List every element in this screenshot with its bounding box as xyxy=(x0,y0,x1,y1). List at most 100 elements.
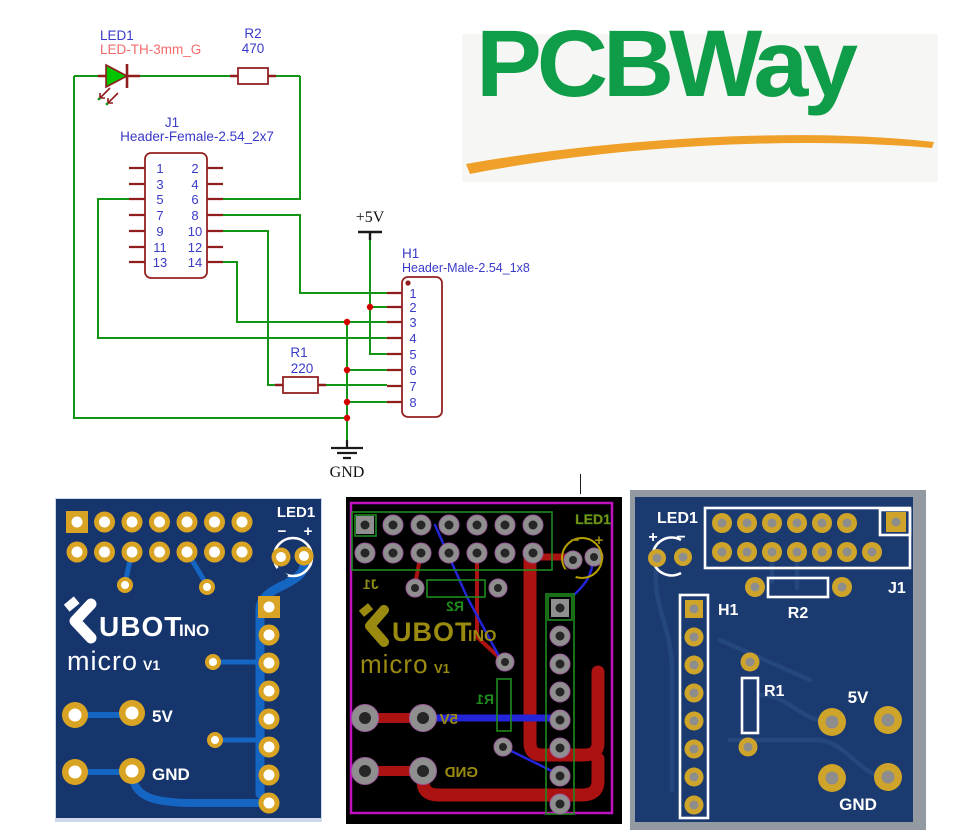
front-product: micro xyxy=(67,646,138,676)
front-led-label: LED1 xyxy=(277,504,315,521)
layout-led-minus: − xyxy=(571,532,580,549)
layout-led: LED1 − + xyxy=(561,511,611,581)
svg-text:11: 11 xyxy=(153,240,167,255)
svg-text:10: 10 xyxy=(188,224,202,239)
svg-text:3: 3 xyxy=(409,315,416,330)
led-symbol xyxy=(97,63,140,106)
front-power-pads: 5V GND xyxy=(62,700,190,785)
svg-text:3: 3 xyxy=(156,177,163,192)
svg-text:5: 5 xyxy=(156,192,163,207)
front-led-plus: + xyxy=(304,523,313,540)
led-footprint: LED-TH-3mm_G xyxy=(100,42,201,57)
pcbway-logo-text: PCBWay xyxy=(476,11,858,117)
front-5v-label: 5V xyxy=(152,707,173,726)
svg-text:13: 13 xyxy=(153,255,167,270)
svg-text:2: 2 xyxy=(191,161,198,176)
pcbway-swoosh xyxy=(466,135,934,174)
led-emission-arrows xyxy=(99,87,119,104)
layout-j1-label: J1 xyxy=(363,576,379,592)
svg-text:1: 1 xyxy=(409,286,416,301)
layout-r1-label: R1 xyxy=(476,691,494,707)
back-h1-label: H1 xyxy=(718,602,739,619)
gnd-flag: GND xyxy=(330,440,365,481)
vcc-flag: +5V xyxy=(356,209,385,240)
front-j1-pads xyxy=(66,511,253,563)
board-outline xyxy=(349,501,614,815)
r2-ref: R2 xyxy=(244,26,261,41)
board-back-render: J1 LED1 + − H1 xyxy=(630,490,926,830)
layout-led-plus: + xyxy=(595,532,604,549)
back-r2: R2 xyxy=(745,576,852,622)
back-led-minus: − xyxy=(676,529,685,546)
back-power-pads: 5V GND xyxy=(818,688,902,814)
layout-discrete-pads xyxy=(351,547,604,785)
svg-text:7: 7 xyxy=(156,208,163,223)
back-led-plus: + xyxy=(648,529,657,546)
layout-led-label: LED1 xyxy=(575,511,611,527)
layout-brand-suffix: INO xyxy=(468,628,496,645)
h1-pin-numbers: 1 2 3 4 5 6 7 8 xyxy=(409,286,416,410)
front-gnd-label: GND xyxy=(152,765,190,784)
led-ref: LED1 xyxy=(100,28,134,43)
front-h1-pads xyxy=(258,596,280,814)
svg-text:7: 7 xyxy=(409,379,416,394)
back-led-label: LED1 xyxy=(657,510,698,527)
back-gnd-label: GND xyxy=(839,795,877,814)
back-r1: R1 xyxy=(738,652,785,757)
layout-5v-label: 5V xyxy=(440,711,458,728)
j1-ref: J1 xyxy=(165,115,179,130)
pcbway-logo: PCBWay xyxy=(462,11,938,182)
schematic-wires xyxy=(73,75,387,440)
gnd-label: GND xyxy=(330,464,365,481)
svg-text:6: 6 xyxy=(409,363,416,378)
svg-text:4: 4 xyxy=(409,331,416,346)
layout-brand-main: UBOT xyxy=(392,617,473,647)
r1-symbol xyxy=(275,376,326,394)
back-j1-label: J1 xyxy=(888,580,906,597)
h1-footprint: Header-Male-2.54_1x8 xyxy=(402,261,530,275)
schematic: LED1 LED-TH-3mm_G R2 470 R1 220 1 3 5 xyxy=(73,26,530,481)
front-led-minus: − xyxy=(278,523,287,540)
svg-text:2: 2 xyxy=(409,300,416,315)
front-vias xyxy=(117,577,223,748)
h1-symbol: 1 2 3 4 5 6 7 8 xyxy=(387,276,443,418)
layout-brand-logo: UBOT INO micro V1 xyxy=(358,603,496,679)
back-r2-label: R2 xyxy=(788,605,809,622)
board-layout-view: LED1 − + J1 R2 R1 5V GND UBOT INO micro … xyxy=(346,497,622,824)
vcc-label: +5V xyxy=(356,209,385,226)
front-brand-suffix: INO xyxy=(179,621,209,640)
junction-dots xyxy=(343,303,374,422)
h1-ref: H1 xyxy=(402,246,419,261)
svg-text:6: 6 xyxy=(191,192,198,207)
layout-version: V1 xyxy=(434,661,450,676)
svg-text:8: 8 xyxy=(409,395,416,410)
r1-ref: R1 xyxy=(290,345,307,360)
j1-footprint: Header-Female-2.54_2x7 xyxy=(120,129,274,144)
svg-text:4: 4 xyxy=(191,177,198,192)
svg-text:5: 5 xyxy=(409,347,416,362)
front-version: V1 xyxy=(143,657,160,673)
back-j1: J1 xyxy=(703,506,912,597)
layout-designators: J1 R2 R1 5V GND xyxy=(363,576,494,781)
j1-pin-numbers: 1 3 5 7 9 11 13 2 4 6 8 10 12 14 xyxy=(153,161,202,270)
layout-gnd-label: GND xyxy=(445,764,479,781)
back-h1: H1 xyxy=(678,593,739,820)
svg-text:1: 1 xyxy=(156,161,163,176)
r2-value: 470 xyxy=(242,41,265,56)
r1-value: 220 xyxy=(291,361,314,376)
r2-symbol xyxy=(230,67,276,85)
layout-product: micro xyxy=(360,649,429,679)
layout-h1-pads xyxy=(549,599,571,815)
back-led: LED1 + − xyxy=(648,510,698,577)
divider-line xyxy=(580,474,581,494)
board-front-render: LED1 − + UBOT INO micro V1 5V GND xyxy=(55,498,322,822)
front-brand-logo: UBOT INO micro V1 xyxy=(63,596,209,676)
front-led: LED1 − + xyxy=(271,504,315,581)
layout-j1-pads xyxy=(354,514,544,564)
svg-text:14: 14 xyxy=(188,255,202,270)
front-brand-main: UBOT xyxy=(99,611,182,642)
svg-text:8: 8 xyxy=(191,208,198,223)
svg-text:12: 12 xyxy=(188,240,202,255)
svg-text:9: 9 xyxy=(156,224,163,239)
